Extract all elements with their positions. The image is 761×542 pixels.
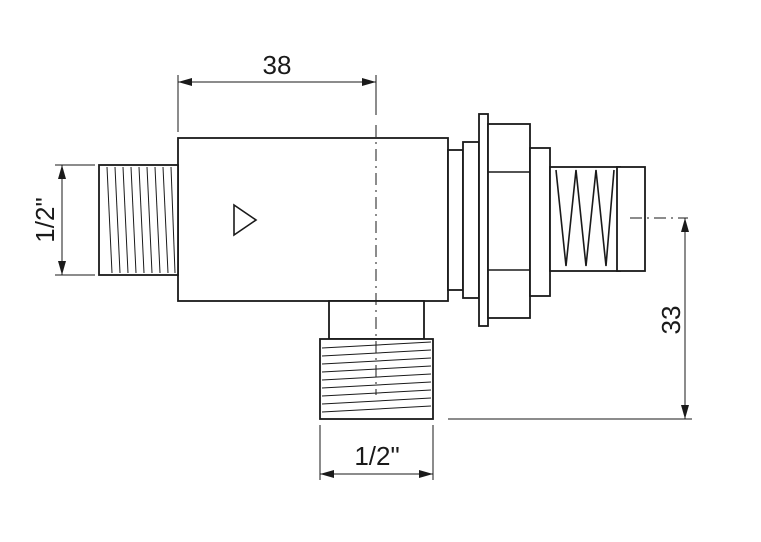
dimension-left-label: 1/2" — [30, 197, 60, 242]
dimension-right: 33 — [448, 218, 692, 420]
flow-direction-icon — [233, 203, 258, 237]
left-threaded-inlet — [98, 164, 179, 276]
dimension-bottom-label: 1/2" — [354, 441, 399, 471]
dimension-right-label: 33 — [656, 306, 686, 335]
spring — [555, 169, 615, 267]
valve-body — [177, 137, 449, 302]
dimension-bottom: 1/2" — [319, 425, 434, 480]
dimension-top: 38 — [177, 50, 377, 132]
end-cap — [616, 166, 646, 272]
dimension-top-label: 38 — [263, 50, 292, 80]
right-spindle-assembly — [447, 113, 621, 327]
dimension-left: 1/2" — [30, 164, 95, 276]
